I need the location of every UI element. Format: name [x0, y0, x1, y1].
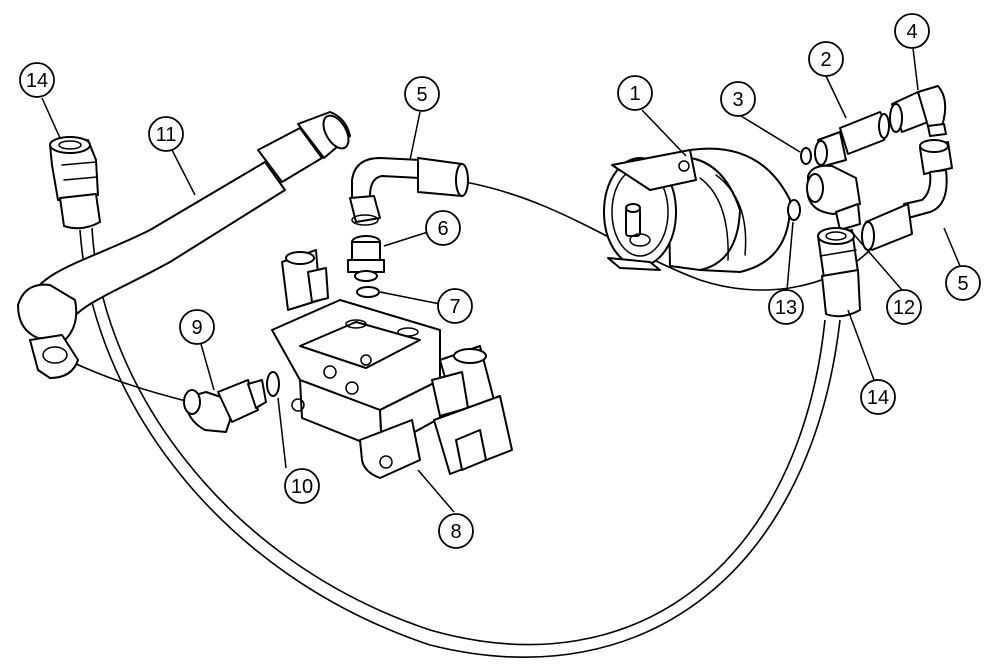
- adapter-6: [347, 235, 385, 282]
- callout-label: 9: [191, 317, 202, 339]
- pressure-hose: [464, 181, 871, 291]
- callout-3: 3: [720, 81, 756, 117]
- callout-label: 14: [26, 70, 48, 92]
- o-ring-10: [266, 371, 280, 397]
- leader-lines: [41, 47, 961, 513]
- elbow-5-right: [861, 139, 953, 251]
- callout-label: 3: [732, 89, 743, 111]
- callout-5-right: 5: [945, 265, 981, 301]
- callout-6: 6: [425, 210, 461, 246]
- elbow-5-top: [349, 157, 469, 226]
- callout-label: 10: [291, 476, 313, 498]
- callout-4: 4: [894, 13, 930, 49]
- callout-label: 11: [156, 124, 177, 146]
- callout-label: 4: [906, 21, 917, 43]
- callout-label: 5: [957, 273, 968, 295]
- callout-13: 13: [768, 289, 804, 325]
- callout-5-top: 5: [404, 76, 440, 112]
- callout-11: 11: [148, 116, 184, 152]
- callout-label: 6: [437, 218, 448, 240]
- elbow-4: [889, 85, 947, 137]
- fitting-14-left: [49, 136, 101, 230]
- callout-14-left: 14: [19, 62, 55, 98]
- callout-8: 8: [438, 513, 474, 549]
- callout-label: 2: [820, 49, 831, 71]
- callout-10: 10: [284, 468, 320, 504]
- o-ring-7: [356, 286, 380, 298]
- callout-14-right: 14: [860, 379, 896, 415]
- callout-label: 5: [416, 84, 427, 106]
- callout-label: 1: [629, 83, 640, 105]
- callout-1: 1: [617, 75, 653, 111]
- straight-fitting-2: [814, 111, 890, 167]
- o-ring-13: [787, 199, 801, 221]
- tube-11: [17, 111, 351, 379]
- pump-1: [603, 147, 792, 273]
- callout-label: 8: [450, 521, 461, 543]
- callout-label: 14: [867, 387, 889, 409]
- feed-hose: [71, 361, 191, 403]
- elbow-12: [806, 164, 861, 231]
- callout-label: 13: [775, 297, 797, 319]
- callout-12: 12: [886, 289, 922, 325]
- o-ring-3: [800, 147, 812, 165]
- long-return-hose: [91, 227, 826, 646]
- callout-label: 7: [449, 296, 460, 318]
- callout-2: 2: [808, 41, 844, 77]
- callout-9: 9: [179, 309, 215, 345]
- callout-label: 12: [893, 297, 915, 319]
- fitting-14-right: [817, 227, 861, 318]
- elbow-fitting-9: [183, 379, 267, 433]
- callout-7: 7: [437, 288, 473, 324]
- valve-block-8: [271, 249, 513, 479]
